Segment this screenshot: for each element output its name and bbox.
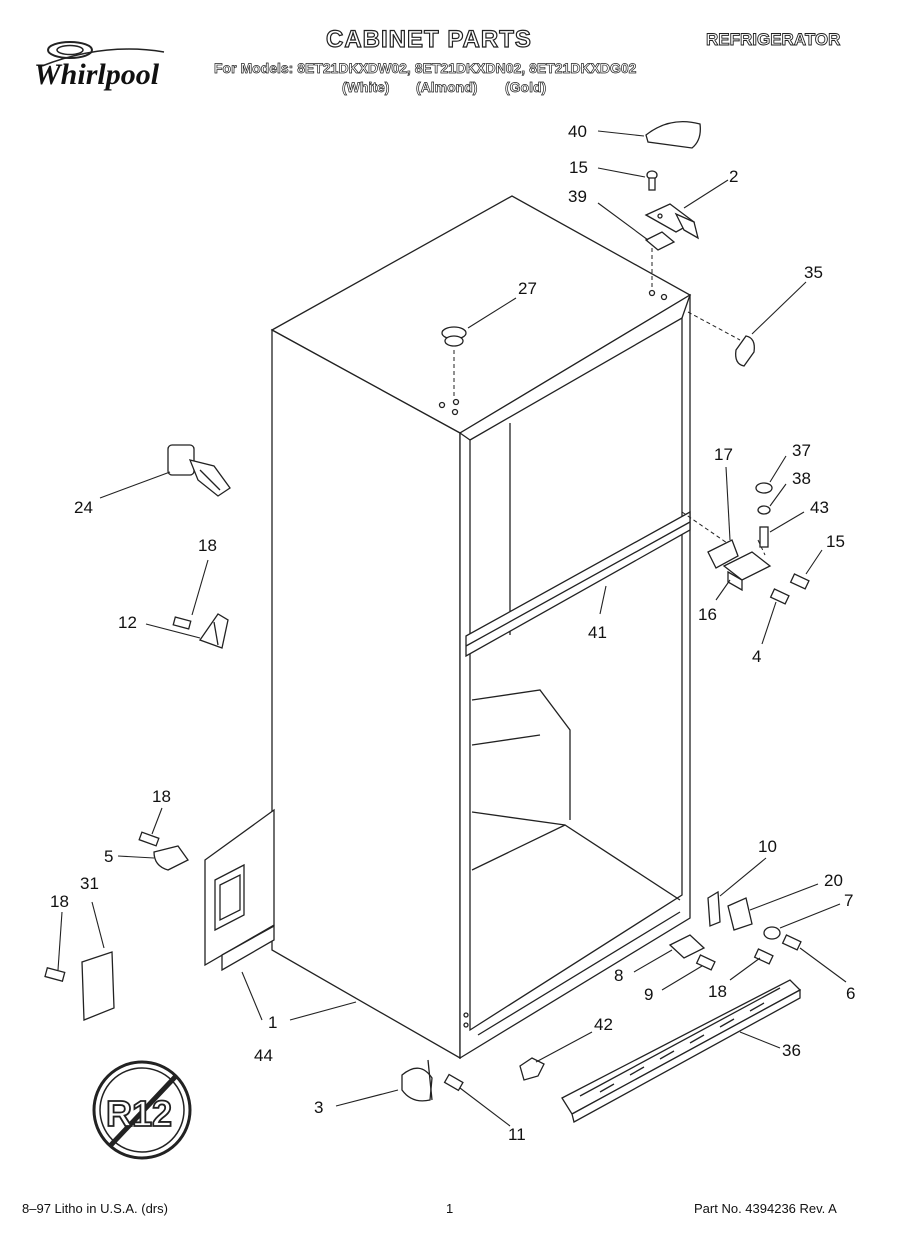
callout-20: 20 [824, 871, 843, 890]
lower-left-bracket-part [138, 831, 189, 871]
callout-15-top: 15 [569, 158, 588, 177]
callout-39: 39 [568, 187, 587, 206]
top-hinge-screw [646, 170, 658, 191]
callout-36: 36 [782, 1041, 801, 1060]
callout-5: 5 [104, 847, 113, 866]
callout-18-left: 18 [152, 787, 171, 806]
color-gold: (Gold) [505, 79, 547, 96]
lower-right-screws [668, 934, 802, 971]
callout-24: 24 [74, 498, 93, 517]
callout-38: 38 [792, 469, 811, 488]
callout-18-upper: 18 [198, 536, 217, 555]
leveling-leg-part [167, 444, 231, 497]
divider-rail [465, 510, 691, 658]
cabinet-body [270, 195, 692, 1060]
center-hinge-screws [769, 573, 810, 605]
callout-35: 35 [804, 263, 823, 282]
side-panel-plate [204, 808, 275, 972]
page-number: 1 [446, 1201, 454, 1216]
callout-18-right: 18 [708, 982, 727, 1001]
model-numbers: For Models: 8ET21DKXDW02, 8ET21DKXDN02, … [214, 60, 637, 77]
callout-numbers: 40 15 2 39 35 27 24 18 12 17 37 38 43 15… [50, 122, 855, 1144]
color-white: (White) [342, 79, 390, 96]
callout-8: 8 [614, 966, 623, 985]
no-r12-stamp [92, 1060, 192, 1160]
front-roller-part [401, 1059, 433, 1102]
callout-10: 10 [758, 837, 777, 856]
stamp-text: R12 [106, 1093, 172, 1134]
hinge-shim-part [644, 231, 676, 251]
callout-2: 2 [729, 167, 738, 186]
page-title: CABINET PARTS [325, 25, 532, 53]
callout-18-cover: 18 [50, 892, 69, 911]
grille-clip-part [519, 1057, 545, 1081]
hinge-cover-part [645, 121, 701, 149]
callout-3: 3 [314, 1098, 323, 1117]
callout-9: 9 [644, 985, 653, 1004]
callout-42: 42 [594, 1015, 613, 1034]
appliance-category: REFRIGERATOR [706, 30, 841, 50]
callout-12: 12 [118, 613, 137, 632]
callout-1: 1 [268, 1013, 277, 1032]
lower-right-hinge-part [707, 890, 781, 940]
callout-16: 16 [698, 605, 717, 624]
callout-17: 17 [714, 445, 733, 464]
callout-40: 40 [568, 122, 587, 141]
hinge-pin-part [735, 335, 755, 367]
callout-11: 11 [508, 1125, 526, 1144]
callout-43: 43 [810, 498, 829, 517]
callout-41: 41 [588, 623, 607, 642]
whirlpool-logo: Whirlpool [34, 41, 165, 91]
callout-15-mid: 15 [826, 532, 845, 551]
callout-27: 27 [518, 279, 537, 298]
print-info: 8–97 Litho in U.S.A. (drs) [22, 1201, 168, 1216]
hinge-pin-stack-part [755, 482, 773, 548]
leader-lines [57, 130, 847, 1127]
toe-grille-part [561, 979, 802, 1123]
color-almond: (Almond) [416, 79, 478, 96]
callout-44: 44 [254, 1046, 273, 1065]
callout-31: 31 [80, 874, 99, 893]
part-number: Part No. 4394236 Rev. A [694, 1201, 837, 1216]
svg-text:Whirlpool: Whirlpool [34, 58, 160, 91]
top-hinge-part [644, 203, 700, 240]
callout-6: 6 [846, 984, 855, 1003]
roller-screw [443, 1073, 464, 1092]
upper-left-bracket-part [172, 613, 229, 649]
callout-7: 7 [844, 891, 853, 910]
callout-4: 4 [752, 647, 761, 666]
callout-37: 37 [792, 441, 811, 460]
top-plug-part [441, 326, 467, 347]
center-hinge-part [707, 539, 772, 592]
lower-left-cover-part [44, 951, 115, 1021]
